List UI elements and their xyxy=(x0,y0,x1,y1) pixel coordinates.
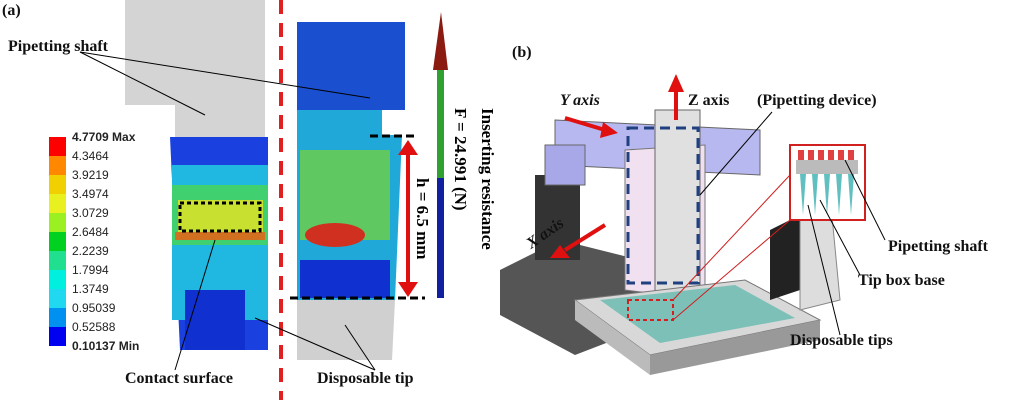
shaft-top xyxy=(125,0,265,105)
legend-colorbar xyxy=(49,137,66,346)
contact-surface-label: Contact surface xyxy=(125,370,233,387)
legend-value: 4.3464 xyxy=(72,149,109,163)
force-arrow xyxy=(437,68,444,178)
legend-value: 1.7994 xyxy=(72,263,109,277)
y-axis-label: Y axis xyxy=(560,92,600,109)
panel-b-label: (b) xyxy=(512,44,532,61)
legend-value: 0.52588 xyxy=(72,320,116,334)
y-axis-arrow xyxy=(564,116,606,132)
contact-surface-box xyxy=(178,201,262,233)
pipetting-machine xyxy=(500,109,866,375)
legend-swatch xyxy=(49,270,66,289)
legend-swatch xyxy=(49,156,66,175)
shaft-neck xyxy=(175,105,265,137)
legend-swatch xyxy=(49,213,66,232)
legend-value: 3.0729 xyxy=(72,206,109,220)
legend-swatch xyxy=(49,308,66,327)
disposable-tip-shape xyxy=(297,300,395,360)
legend-swatch xyxy=(49,251,66,270)
panel-a-label: (a) xyxy=(2,2,21,19)
pipetting-shaft-label-a: Pipetting shaft xyxy=(8,38,108,55)
legend-value: 0.10137 Min xyxy=(72,339,140,353)
x-axis-arrow xyxy=(563,223,607,252)
force-label: F = 24.991 (N) xyxy=(451,108,470,211)
legend-value: 0.95039 xyxy=(72,301,116,315)
legend-swatch xyxy=(49,327,66,346)
legend-swatch xyxy=(49,289,66,308)
legend-swatch xyxy=(49,194,66,213)
disposable-tips-label: Disposable tips xyxy=(790,332,893,349)
pipetting-device-label: (Pipetting device) xyxy=(757,92,877,109)
legend-value: 4.7709 Max xyxy=(72,130,136,144)
legend-swatch xyxy=(49,175,66,194)
resistance-label: Inserting resistance xyxy=(478,108,497,250)
legend-value: 3.9219 xyxy=(72,168,109,182)
legend-swatch xyxy=(49,137,66,156)
legend-value: 2.6484 xyxy=(72,225,109,239)
stress-contour-right xyxy=(297,22,405,110)
legend-value: 1.3749 xyxy=(72,282,109,296)
legend-swatch xyxy=(49,232,66,251)
height-label: h = 6.5 mm xyxy=(413,178,432,260)
legend-value: 2.2239 xyxy=(72,244,109,258)
disposable-tip-label: Disposable tip xyxy=(317,370,414,387)
pipetting-shaft-label-b: Pipetting shaft xyxy=(888,238,988,255)
z-axis-label: Z axis xyxy=(688,92,730,109)
legend-value: 3.4974 xyxy=(72,187,109,201)
tip-box-base-label: Tip box base xyxy=(858,272,945,289)
